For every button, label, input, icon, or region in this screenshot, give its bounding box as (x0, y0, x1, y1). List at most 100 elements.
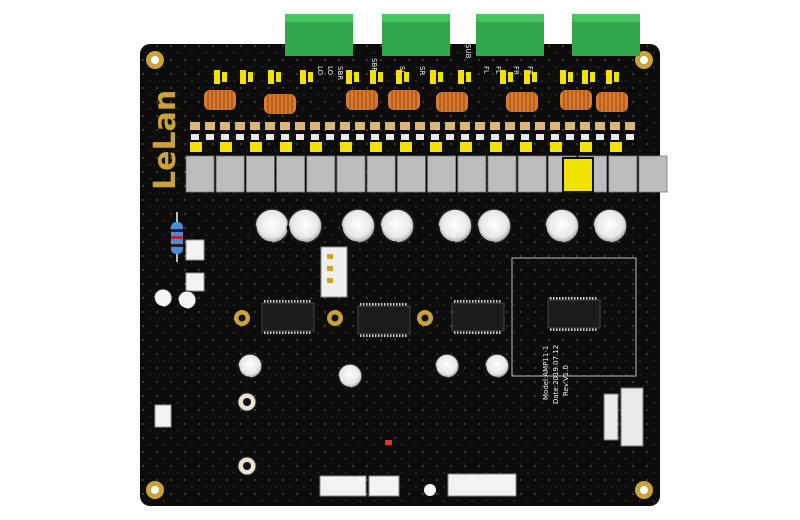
terminal-label: SBR (336, 66, 344, 80)
terminal-label: FL (494, 66, 502, 74)
smd-component-strip (190, 122, 635, 152)
smd-resistor (325, 122, 335, 130)
tantalum-cap (550, 142, 562, 152)
terminal-label: SBR (370, 58, 378, 72)
inductor-icon (264, 94, 296, 114)
smd-resistor (385, 122, 395, 130)
terminal-label: SUB (464, 44, 472, 59)
ic-chips (261, 297, 601, 337)
heatsink-block (427, 155, 457, 193)
smd-resistor (625, 122, 635, 130)
smd-cap (356, 134, 364, 140)
heatsink-block (215, 155, 245, 193)
heatsink-block (245, 155, 275, 193)
small-capacitor (606, 70, 612, 84)
terminal-label: FL (482, 66, 490, 74)
small-capacitor (508, 72, 513, 82)
small-capacitor (346, 70, 352, 84)
smd-resistor (505, 122, 515, 130)
smd-resistor (430, 122, 440, 130)
small-capacitor (214, 70, 220, 84)
heatsink-block (608, 155, 638, 193)
tantalum-cap (370, 142, 382, 152)
yellow-transformer (562, 157, 594, 193)
smd-cap (221, 134, 229, 140)
smd-cap (386, 134, 394, 140)
small-capacitor (582, 70, 588, 84)
large-capacitors (253, 208, 628, 245)
mid-capacitors (153, 288, 510, 390)
tantalum-cap (400, 142, 412, 152)
small-capacitor (532, 72, 537, 82)
electrolytic-capacitor-icon (253, 208, 290, 245)
small-capacitor (568, 72, 573, 82)
small-capacitor (466, 72, 471, 82)
tantalum-cap (340, 142, 352, 152)
tantalum-cap (580, 142, 592, 152)
terminal-label: SR (418, 66, 426, 75)
board-model: Model:AMP11-1 (542, 346, 550, 400)
smd-resistor (340, 122, 350, 130)
smd-resistor (445, 122, 455, 130)
smd-resistor (190, 122, 200, 130)
smd-resistor (400, 122, 410, 130)
tantalum-cap (430, 142, 442, 152)
resistor-icon (171, 212, 183, 262)
smd-resistor (355, 122, 365, 130)
small-capacitor (370, 70, 376, 84)
smd-resistor (205, 122, 215, 130)
small-capacitor (404, 72, 409, 82)
electrolytic-capacitor-icon (236, 353, 263, 380)
smd-cap (296, 134, 304, 140)
smd-resistor (535, 122, 545, 130)
inductor-icon (560, 90, 592, 110)
smd-resistor (220, 122, 230, 130)
small-capacitor (378, 72, 383, 82)
smd-cap (476, 134, 484, 140)
electrolytic-capacitor-icon (378, 208, 415, 245)
ic-chip-icon (451, 300, 505, 334)
led-indicator (385, 440, 392, 445)
inductor-icon (436, 92, 468, 112)
electrolytic-capacitor-icon (433, 353, 460, 380)
small-capacitor (276, 72, 281, 82)
smd-resistor (280, 122, 290, 130)
smd-resistor (580, 122, 590, 130)
smd-cap (581, 134, 589, 140)
small-tan-capacitors (237, 392, 257, 476)
inductor-row (204, 90, 628, 114)
smd-cap (266, 134, 274, 140)
smd-cap (551, 134, 559, 140)
smd-cap (281, 134, 289, 140)
smd-cap (311, 134, 319, 140)
small-capacitor (240, 70, 246, 84)
screw-terminal-icon (285, 14, 353, 56)
small-capacitor (300, 70, 306, 84)
inductor-icon (506, 92, 538, 112)
smd-resistor (415, 122, 425, 130)
smd-resistor (295, 122, 305, 130)
ffc-connector (603, 387, 644, 447)
smd-resistor (610, 122, 620, 130)
small-capacitor (308, 72, 313, 82)
board-info-text: Model:AMP11-1 Date:2019.07.12 Rev:V1.0 (542, 345, 570, 404)
small-capacitor (500, 70, 506, 84)
smd-resistor (460, 122, 470, 130)
electrolytic-capacitor-icon (436, 208, 473, 245)
electrolytic-capacitor-icon (483, 353, 510, 380)
heatsink-block (517, 155, 547, 193)
gold-test-rings (234, 310, 433, 326)
smd-resistor (370, 122, 380, 130)
bottom-connectors (319, 473, 517, 497)
smd-resistor (550, 122, 560, 130)
ic-chip-icon (547, 297, 601, 331)
smd-cap (506, 134, 514, 140)
small-capacitor (458, 70, 464, 84)
heatsink-block (487, 155, 517, 193)
small-capacitor (354, 72, 359, 82)
smd-cap (341, 134, 349, 140)
tantalum-cap (280, 142, 292, 152)
heatsink-block (396, 155, 426, 193)
heatsink-row (185, 155, 668, 193)
